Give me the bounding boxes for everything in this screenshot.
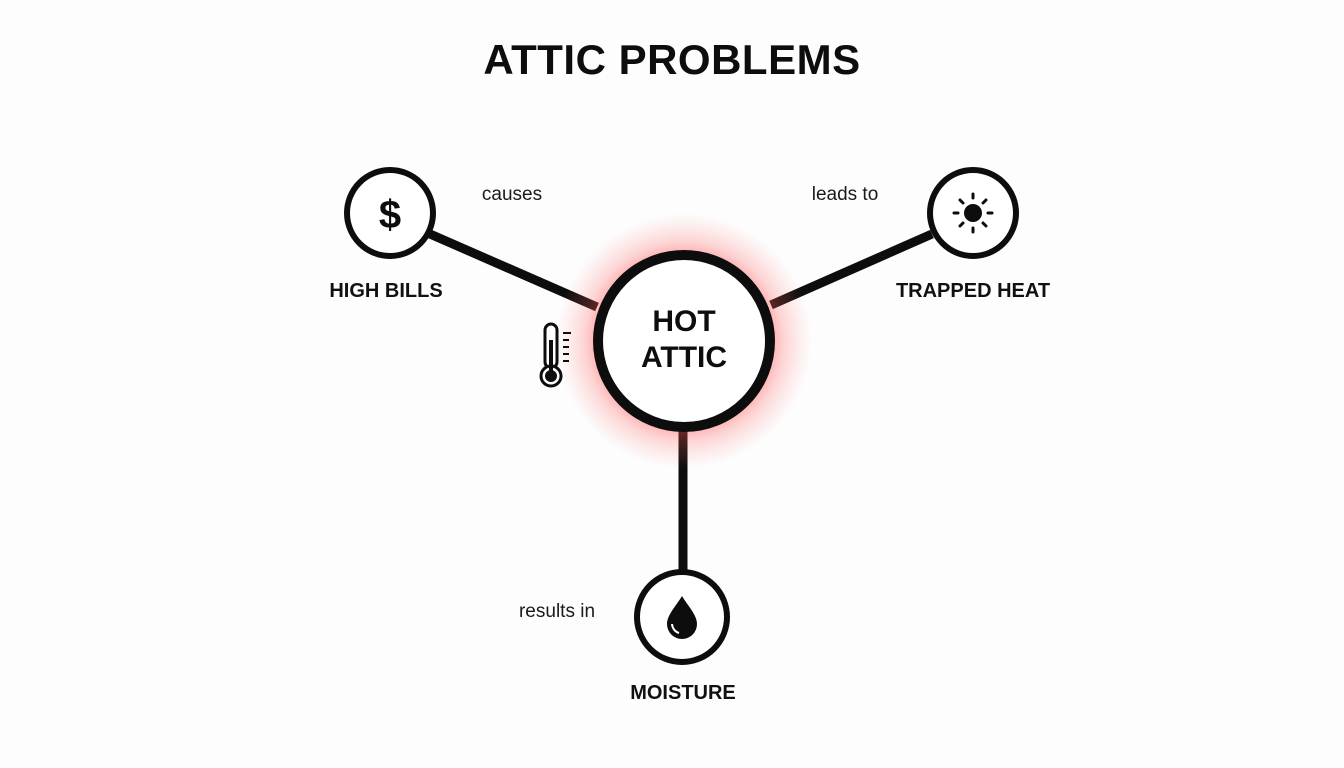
edge-label-causes: causes (481, 184, 543, 205)
center-node-circle (593, 250, 775, 432)
water-drop-icon (667, 596, 697, 639)
sun-icon (952, 192, 994, 234)
node-label-high-bills: HIGH BILLS (329, 280, 443, 302)
node-trapped-heat (927, 167, 1019, 259)
center-node-line2: ATTIC (640, 341, 728, 374)
dollar-icon: $ (379, 193, 401, 237)
node-label-trapped-heat: TRAPPED HEAT (895, 280, 1051, 302)
center-node-label: HOT ATTIC (594, 304, 774, 376)
node-high-bills: $ (344, 167, 436, 259)
node-label-moisture: MOISTURE (630, 682, 736, 704)
edge-label-leads-to: leads to (811, 184, 879, 205)
center-node-line1: HOT (652, 305, 716, 338)
node-moisture (634, 569, 730, 665)
thermometer-icon (539, 322, 571, 388)
diagram-title: ATTIC PROBLEMS (483, 36, 861, 83)
edge-label-results-in: results in (518, 601, 596, 622)
